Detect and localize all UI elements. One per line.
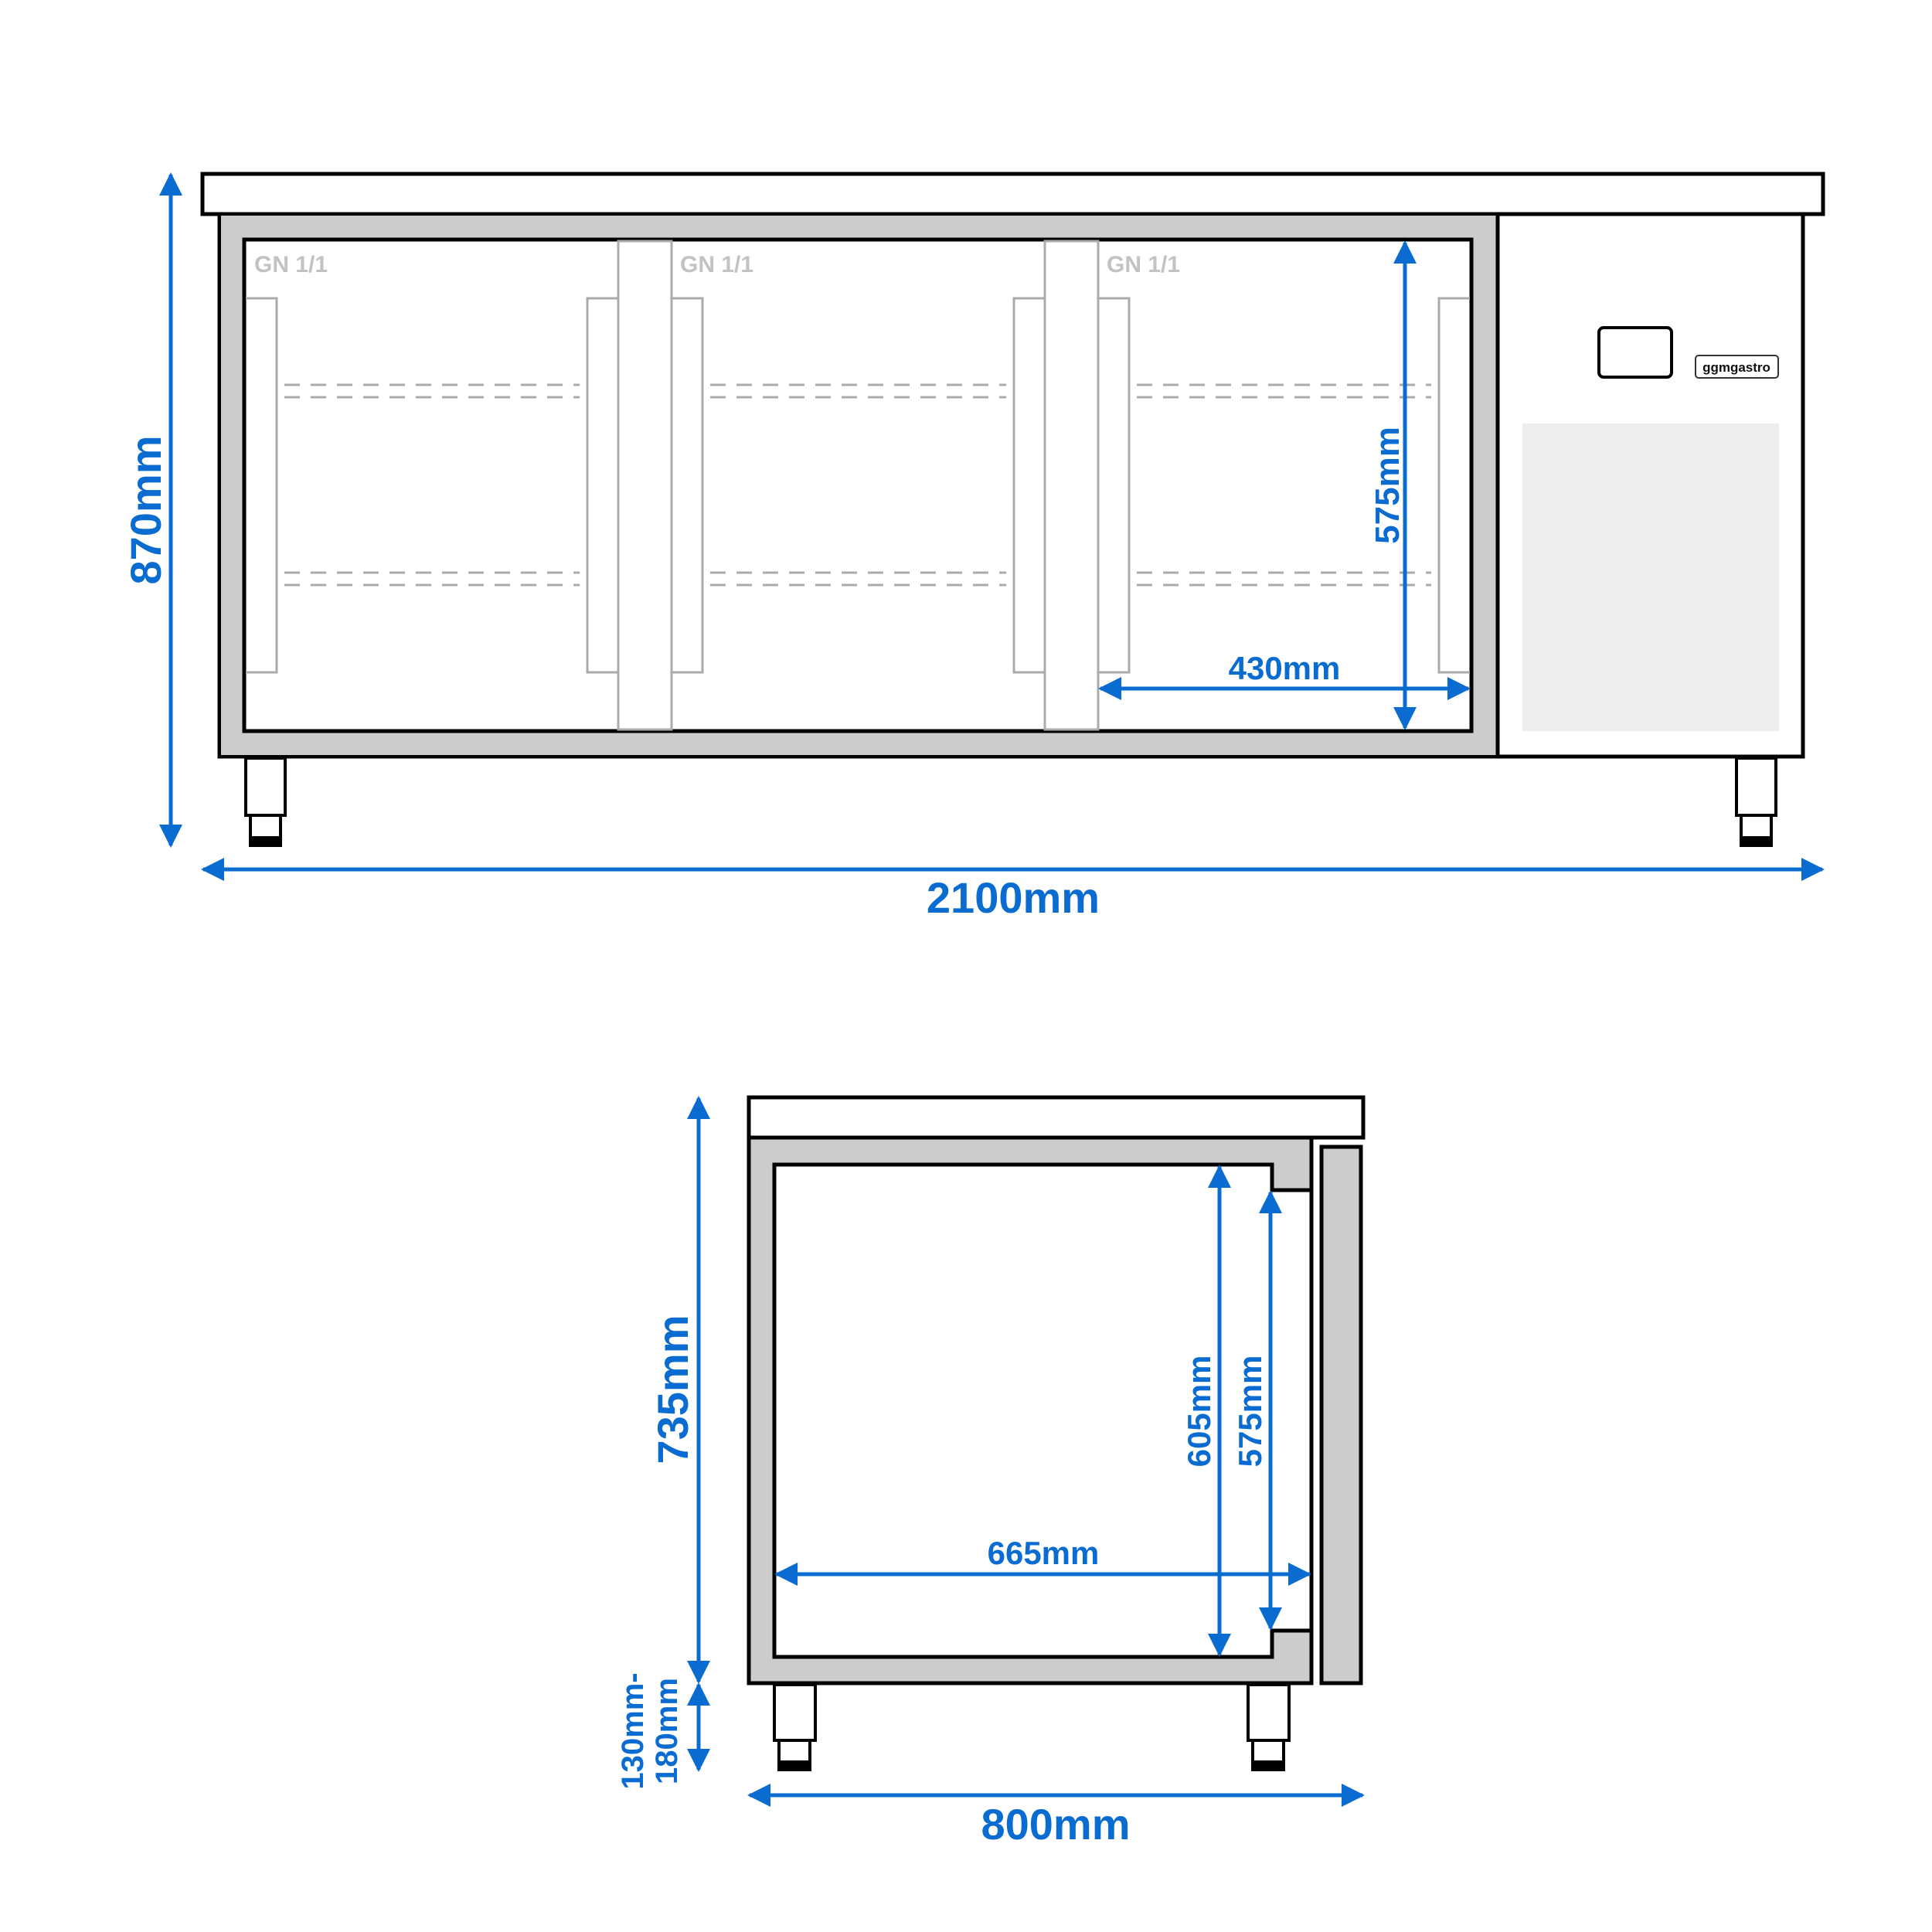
- shelf-rail-left-1: [246, 297, 278, 674]
- front-leg-right: [1735, 757, 1777, 847]
- height-dimension-label: 870mm: [121, 435, 170, 584]
- brand-label: ggmgastro: [1702, 360, 1770, 375]
- front-leg-left: [244, 757, 287, 847]
- shelf-rail-right-3: [1437, 297, 1470, 674]
- shelf-rail-right-1: [586, 297, 618, 674]
- front-view: GN 1/1 GN 1/1 GN 1/1 ggmgastro 870mm 210…: [121, 172, 1825, 922]
- inner-depth-label: 665mm: [988, 1535, 1100, 1571]
- side-view: 735mm 130mm- 180mm 800mm 665mm 605mm 575…: [616, 1095, 1366, 1849]
- compartment-height-label: 575mm: [1369, 427, 1406, 544]
- side-door: [1319, 1145, 1363, 1685]
- depth-label: 800mm: [981, 1800, 1130, 1849]
- leg-height-label-line1: 130mm-: [616, 1672, 650, 1789]
- side-worktop: [747, 1095, 1366, 1140]
- side-height-label: 735mm: [648, 1315, 697, 1464]
- shelf-rail-right-2: [1012, 297, 1045, 674]
- front-worktop: [200, 172, 1825, 216]
- width-dimension-label: 2100mm: [927, 873, 1100, 922]
- side-leg-right: [1247, 1683, 1291, 1771]
- leg-height-label-line2: 180mm: [650, 1678, 684, 1784]
- ventilation-grille: [1522, 423, 1779, 731]
- side-leg-left: [773, 1683, 817, 1771]
- compartment-label-1: GN 1/1: [254, 252, 328, 277]
- glass-door-area: [242, 237, 1474, 733]
- compartment-width-label: 430mm: [1229, 650, 1341, 686]
- shelf-rail-left-2: [672, 297, 704, 674]
- divider-1: [617, 240, 673, 731]
- shelf-rail-left-3: [1098, 297, 1131, 674]
- inner-height-label: 605mm: [1181, 1355, 1217, 1468]
- compartment-label-2: GN 1/1: [680, 252, 753, 277]
- divider-2: [1043, 240, 1100, 731]
- brand-plate: [1695, 355, 1779, 379]
- dashed-shelves: [284, 383, 1431, 587]
- door-opening-label: 575mm: [1232, 1355, 1268, 1468]
- control-display: [1597, 326, 1673, 379]
- side-inner-cavity: [772, 1162, 1314, 1659]
- compartment-label-3: GN 1/1: [1107, 252, 1180, 277]
